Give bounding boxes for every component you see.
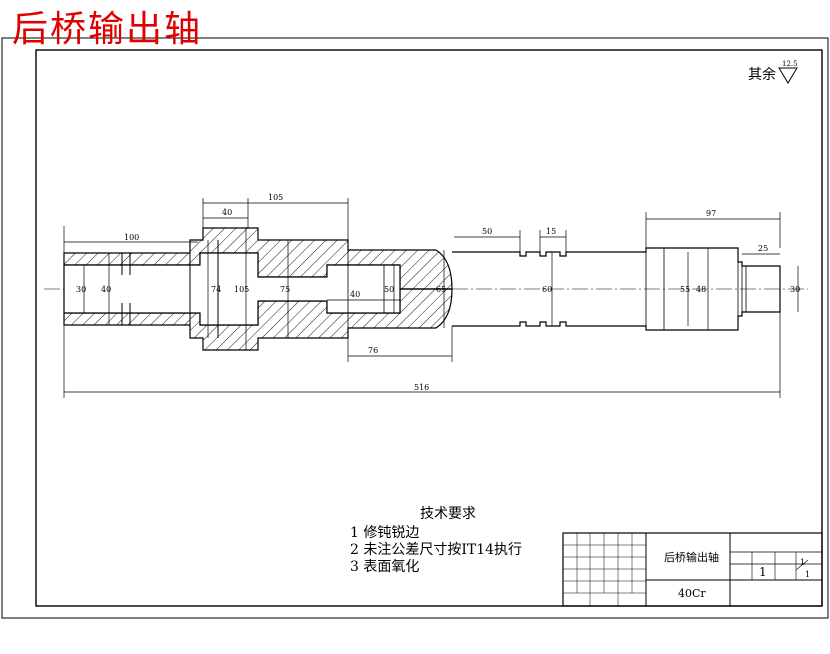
dia-40: 40 [101,285,111,294]
dim-76: 76 [368,346,378,355]
drawing-title-overlay: 后桥输出轴 [12,9,203,50]
svg-text:其余: 其余 [748,66,776,83]
title-block-text: 后桥输出轴 40Cr 1 1 1 [664,550,810,600]
material: 40Cr [678,587,706,600]
dim-105: 105 [268,193,283,202]
dim-40-bore: 40 [350,290,360,299]
tech-heading: 技术要求 [420,506,476,522]
dim-50: 50 [482,227,492,236]
shaft-outline [452,247,781,331]
dim-15: 15 [546,227,556,236]
tech-requirements: 技术要求 1 修钝锐边 2 未注公差尺寸按IT14执行 3 表面氧化 [350,506,522,575]
part-name: 后桥输出轴 [664,550,719,564]
title-block [562,532,823,607]
outer-frame [1,37,829,619]
dimension-lines [63,198,799,398]
dim-100: 100 [124,233,139,242]
dia-105: 105 [234,285,249,294]
tech-item-2: 2 未注公差尺寸按IT14执行 [350,542,522,558]
dim-25: 25 [758,244,768,253]
dia-55: 55 [680,285,690,294]
scale: 1 [800,558,805,567]
shaft-section-view [63,227,453,351]
bore-outline [63,252,401,326]
tech-item-3: 3 表面氧化 [350,559,419,575]
roughness-note: 其余 12.5 [748,60,798,84]
dia-74: 74 [211,285,221,294]
dim-516: 516 [414,383,429,392]
tech-item-1: 1 修钝锐边 [350,525,419,541]
dia-50: 50 [384,285,394,294]
quantity: 1 [759,565,767,579]
inner-frame [35,49,823,607]
dia-30: 30 [76,285,86,294]
dia-48: 48 [696,285,706,294]
roughness-symbol-icon [778,67,798,84]
dim-97: 97 [706,209,716,218]
svg-text:12.5: 12.5 [782,60,798,68]
dim-40: 40 [222,208,232,217]
dia-30-end: 30 [790,285,800,294]
dia-65: 65 [436,285,446,294]
dimension-labels: 100 40 105 50 15 97 25 40 76 516 30 40 7… [76,193,800,392]
scale-denominator: 1 [805,570,810,579]
dia-75: 75 [280,285,290,294]
shaft-outside-view [452,247,781,331]
dia-60: 60 [542,285,552,294]
